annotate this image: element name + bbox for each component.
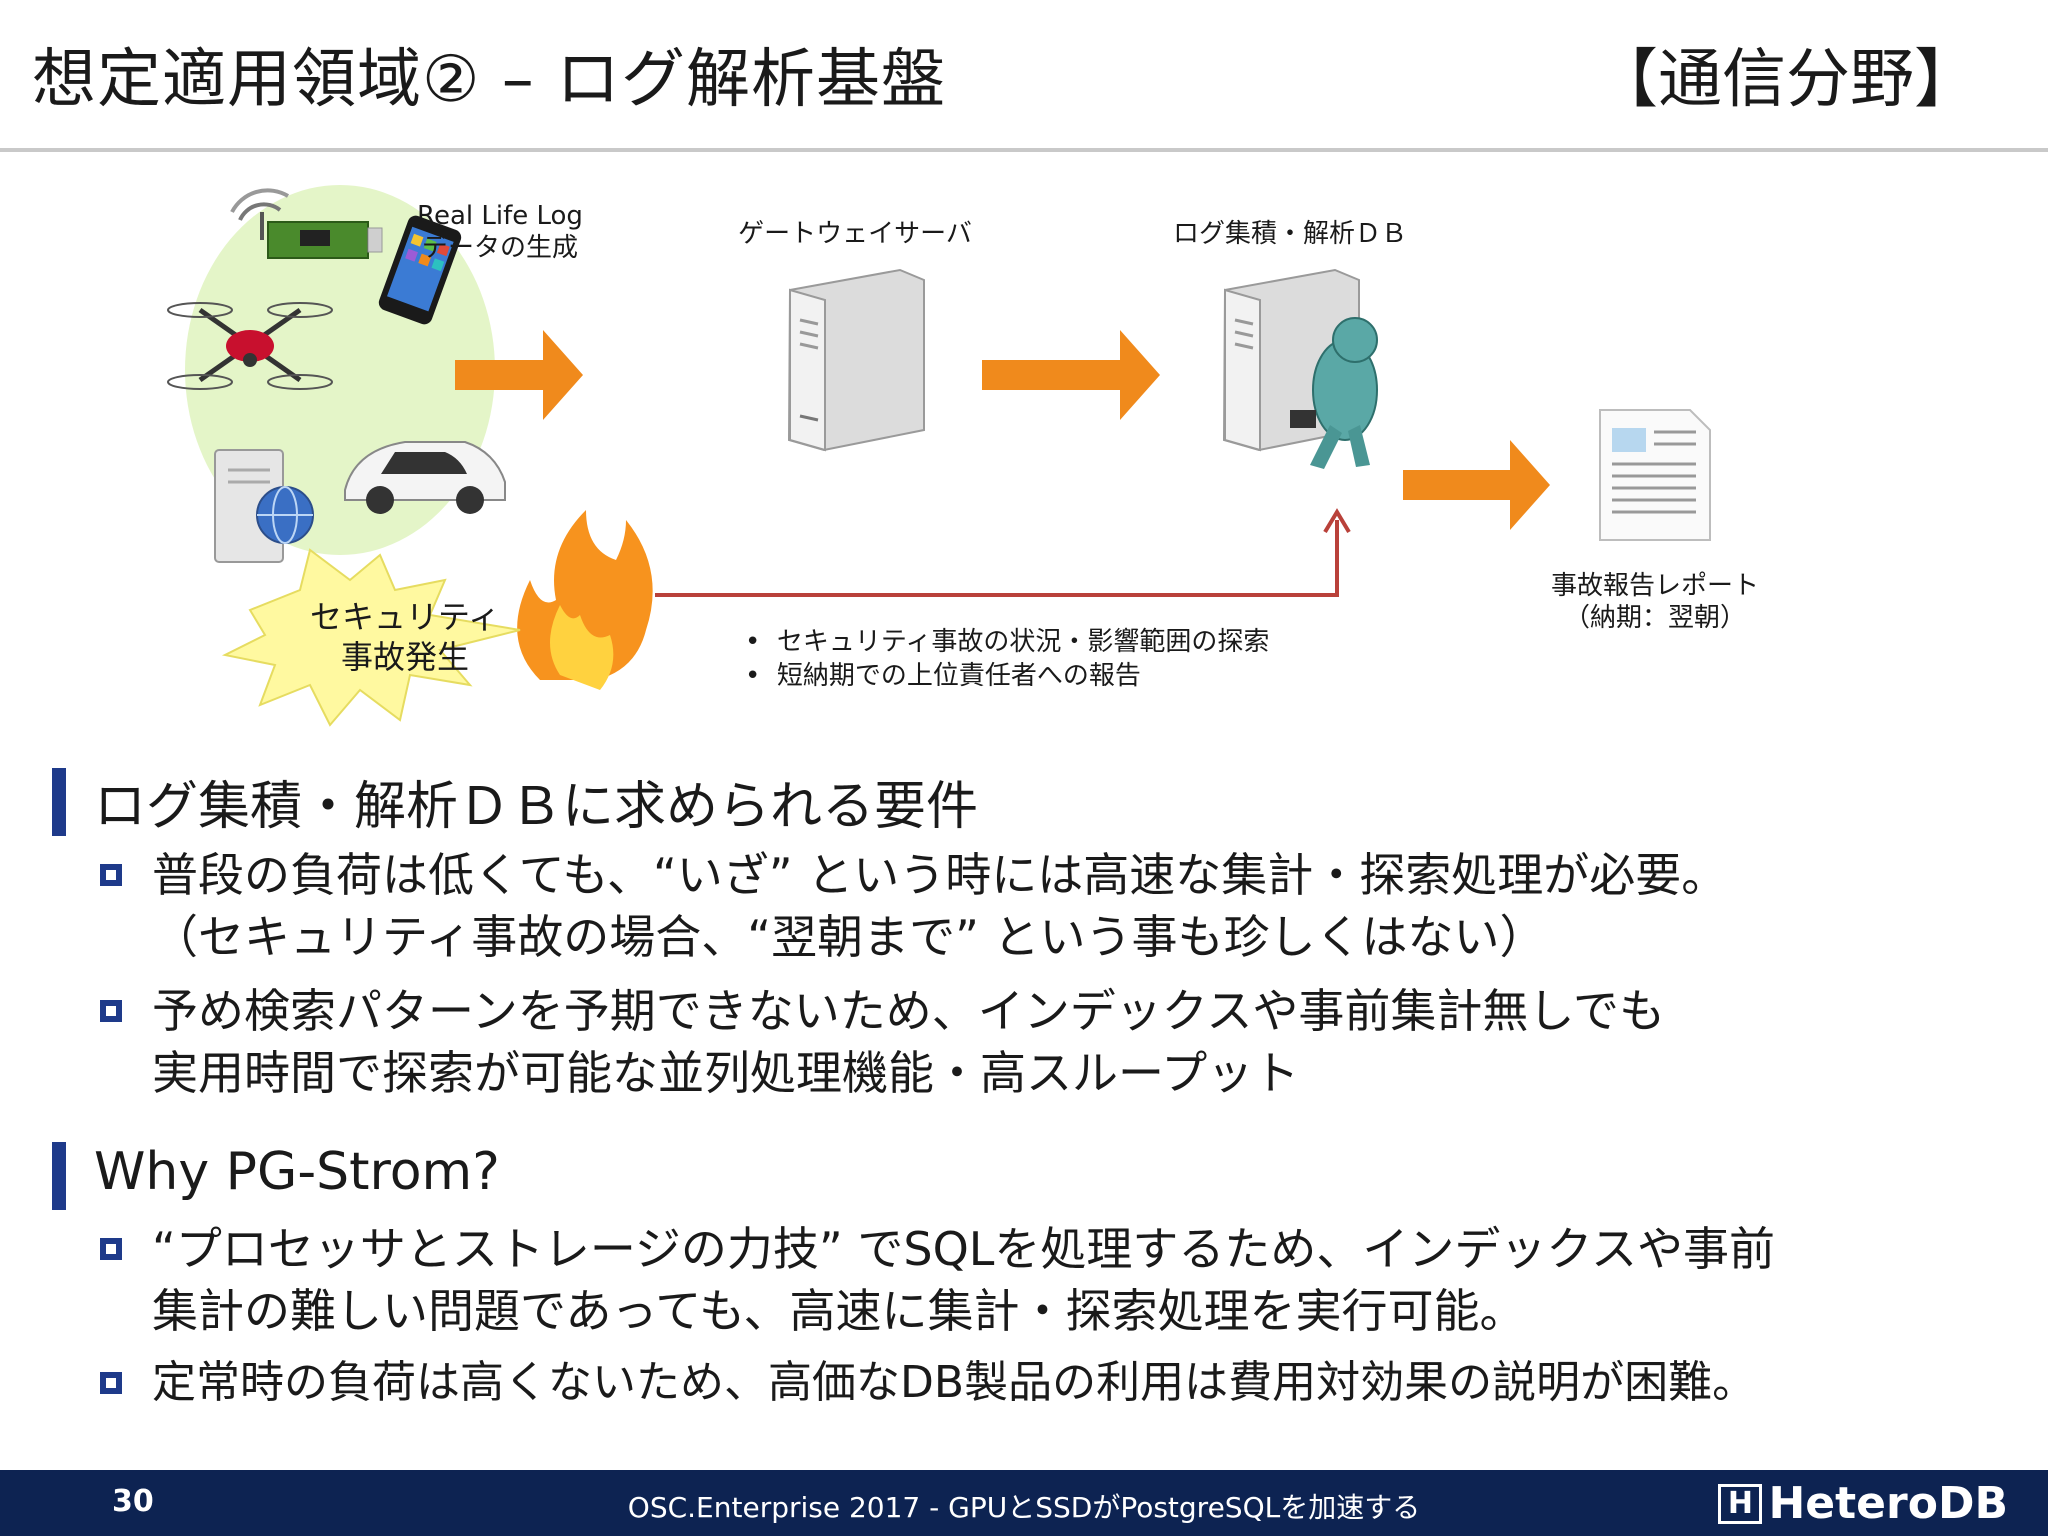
- incident-path: [655, 520, 1339, 597]
- incident-label: セキュリティ 事故発生: [290, 597, 520, 677]
- logo-mark-icon: H: [1718, 1483, 1763, 1524]
- pg-strom-item: 定常時の負荷は高くないため、高価なDB製品の利用は費用対効果の説明が困難。: [152, 1352, 1756, 1414]
- requirement-item: 普段の負荷は低くても、“いざ” という時には高速な集計・探索処理が必要。 （セキ…: [152, 844, 1727, 968]
- item-line: 予め検索パターンを予期できないため、インデックスや事前集計無しでも: [152, 984, 1665, 1038]
- elephant-mascot-icon: [1290, 317, 1378, 469]
- bullet-text: 短納期での上位責任者への報告: [776, 661, 1141, 691]
- field-tag: 【通信分野】: [1594, 43, 1978, 117]
- source-label: Real Life Log データの生成: [400, 200, 600, 264]
- report-document-icon: [1599, 409, 1711, 541]
- section-marker: [52, 1142, 66, 1210]
- source-label-line2: データの生成: [421, 233, 578, 263]
- arrow-to-gateway: [455, 330, 583, 420]
- bullet-text: セキュリティ事故の状況・影響範囲の探索: [776, 627, 1270, 657]
- bullet-mark: •: [745, 627, 761, 657]
- title-bar: 想定適用領域② – ログ解析基盤 【通信分野】: [0, 0, 2048, 150]
- item-line: 普段の負荷は低くても、“いざ” という時には高速な集計・探索処理が必要。: [152, 848, 1728, 902]
- pg-strom-item: “プロセッサとストレージの力技” でSQLを処理するため、インデックスや事前 集…: [152, 1218, 1775, 1342]
- gateway-label: ゲートウェイサーバ: [738, 219, 972, 249]
- item-line: 集計の難しい問題であっても、高速に集計・探索処理を実行可能。: [152, 1284, 1526, 1338]
- incident-label-line2: 事故発生: [340, 638, 469, 676]
- smartphone-icon: [378, 215, 462, 325]
- bullet-mark: •: [745, 661, 761, 691]
- log-analysis-diagram: Real Life Log データの生成 ゲートウェイサーバ ログ集積・解析ＤＢ…: [0, 160, 2048, 740]
- requirement-item: 予め検索パターンを予期できないため、インデックスや事前集計無しでも 実用時間で探…: [152, 980, 1665, 1104]
- incident-starburst: [221, 548, 521, 727]
- footer-text: OSC.Enterprise 2017 - GPUとSSDがPostgreSQL…: [627, 1491, 1421, 1524]
- item-line: 実用時間で探索が可能な並列処理機能・高スループット: [152, 1046, 1300, 1100]
- diagram-bullet: • セキュリティ事故の状況・影響範囲の探索: [745, 625, 1269, 659]
- checkbox-bullet-icon: [100, 864, 122, 886]
- diagram-bullet: • 短納期での上位責任者への報告: [745, 659, 1269, 693]
- diagram-bullet-list: • セキュリティ事故の状況・影響範囲の探索 • 短納期での上位責任者への報告: [745, 625, 1269, 693]
- slide-title: 想定適用領域② – ログ解析基盤: [32, 43, 947, 117]
- incident-arrowhead: [1323, 508, 1351, 534]
- footer-bar: 30 OSC.Enterprise 2017 - GPUとSSDがPostgre…: [0, 1470, 2048, 1536]
- report-label: 事故報告レポート （納期：翌朝）: [1530, 570, 1780, 634]
- db-label: ログ集積・解析ＤＢ: [1172, 219, 1407, 249]
- wireless-module-icon: [230, 188, 383, 259]
- report-label-line1: 事故報告レポート: [1550, 571, 1759, 601]
- checkbox-bullet-icon: [100, 1372, 122, 1394]
- fire-icon: [517, 510, 653, 690]
- page-number: 30: [112, 1484, 154, 1519]
- item-line: 定常時の負荷は高くないため、高価なDB製品の利用は費用対効果の説明が困難。: [152, 1357, 1757, 1408]
- arrow-to-report: [1403, 440, 1550, 530]
- checkbox-bullet-icon: [100, 1238, 122, 1260]
- section-title-requirements: ログ集積・解析ＤＢに求められる要件: [94, 777, 979, 837]
- checkbox-bullet-icon: [100, 1000, 122, 1022]
- diagram-graphics: [167, 185, 1711, 727]
- arrow-to-db: [982, 330, 1160, 420]
- logo-text: HeteroDB: [1768, 1478, 2008, 1529]
- source-label-line1: Real Life Log: [417, 201, 583, 231]
- web-server-icon: [214, 449, 314, 563]
- gateway-server-icon: [787, 268, 925, 452]
- heterodb-logo: H HeteroDB: [1718, 1478, 2008, 1529]
- report-label-line2: （納期：翌朝）: [1563, 603, 1746, 633]
- title-divider: [0, 148, 2048, 152]
- car-icon: [344, 441, 506, 514]
- item-line: （セキュリティ事故の場合、“翌朝まで” という事も珍しくはない）: [152, 910, 1546, 964]
- section-marker: [52, 768, 66, 836]
- drone-icon: [167, 302, 333, 390]
- item-line: “プロセッサとストレージの力技” でSQLを処理するため、インデックスや事前: [152, 1222, 1776, 1276]
- incident-label-line1: セキュリティ: [309, 598, 501, 636]
- section-title-why-pg-strom: Why PG-Strom?: [94, 1142, 500, 1202]
